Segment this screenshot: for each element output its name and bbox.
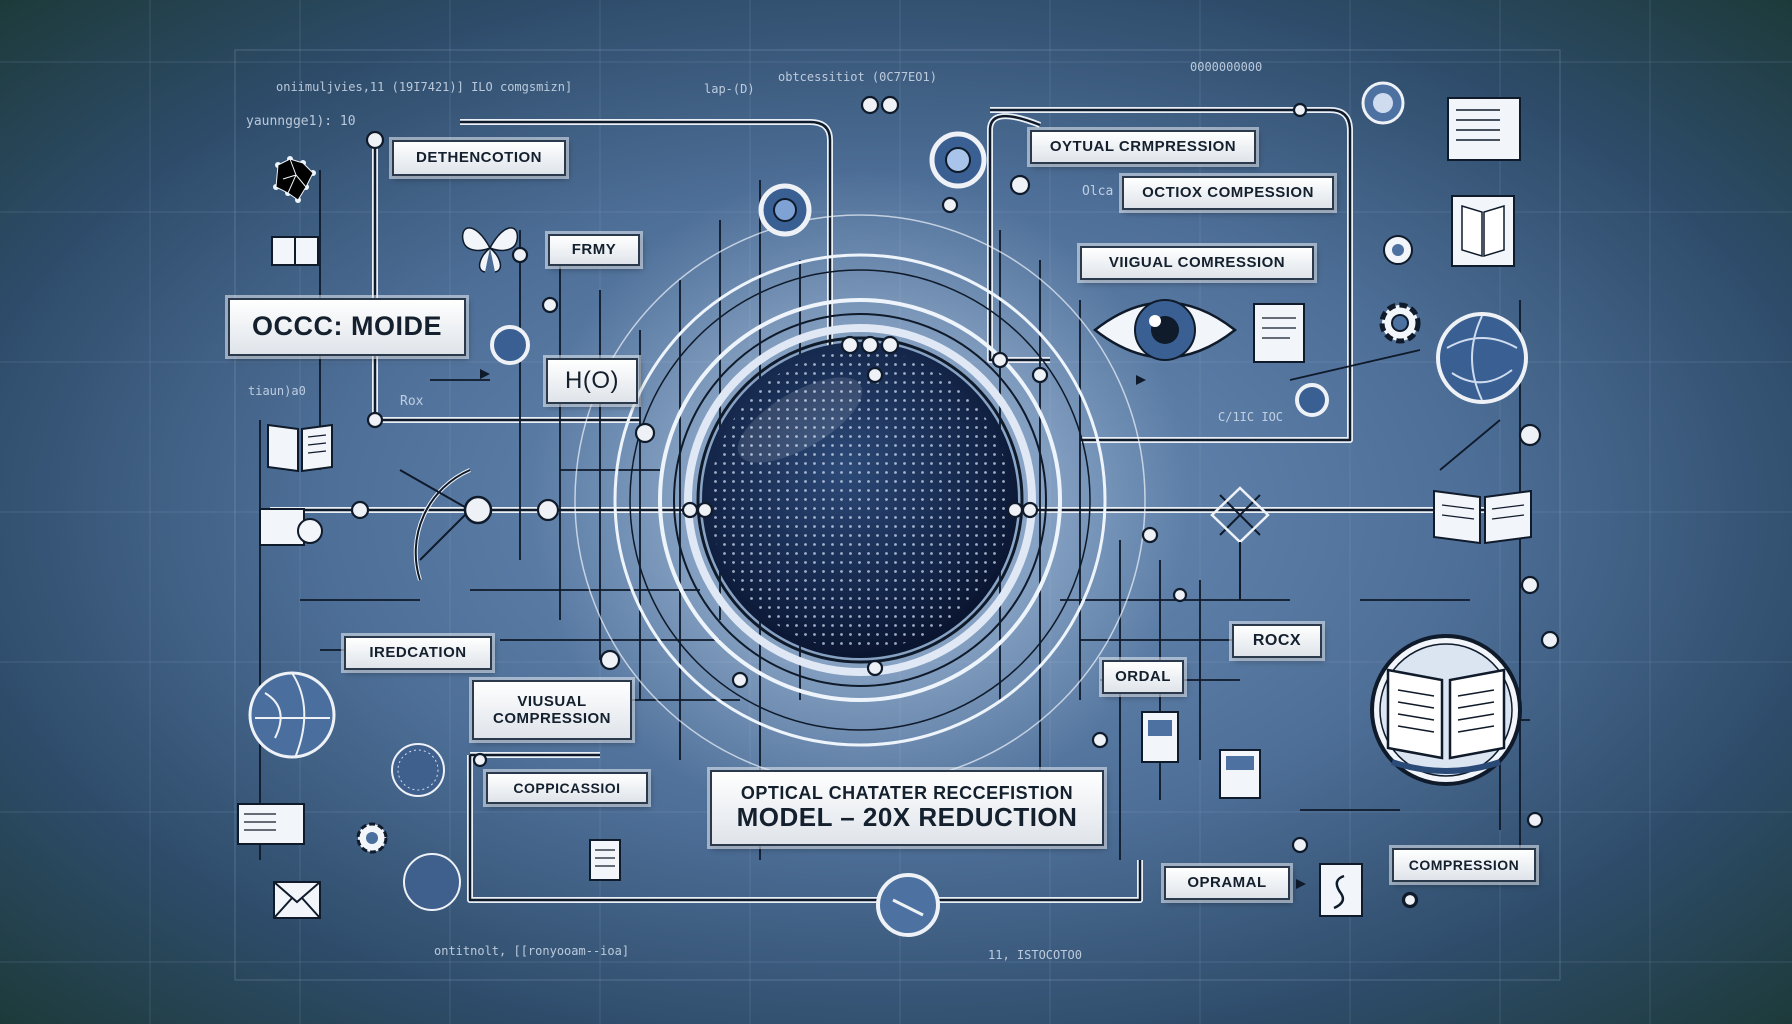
label-ordal: ORDAL: [1102, 660, 1184, 694]
label-main-title-line1: OPTICAL CHATATER RECCEFISTION: [740, 782, 1074, 803]
label-main-title: OPTICAL CHATATER RECCEFISTION MODEL – 20…: [710, 770, 1104, 846]
gear-icon: [1379, 302, 1421, 344]
label-visual-compression-left-line2: COMPRESSION: [492, 710, 611, 727]
faint-text-left-small: yaunngge1): 10: [246, 114, 356, 129]
monitor-icon: [1447, 97, 1521, 161]
faint-text-top-mid-a: obtcessitiot (0C77EO1): [778, 70, 937, 84]
label-visual-compression-left: VIUSUAL COMPRESSION: [472, 680, 632, 740]
faint-text-top-left: oniimuljvies,11 (19I7421)] ILO comgsmizn…: [276, 80, 573, 94]
document-icon: [1141, 711, 1179, 763]
monitor-icon: [237, 803, 305, 845]
label-visual-compression-right: VIIGUAL COMRESSION: [1080, 246, 1314, 280]
label-frmy: FRMY: [548, 234, 640, 266]
label-opramal: OPRAMAL: [1164, 866, 1290, 900]
mesh-sphere-icon: [403, 853, 461, 911]
document-icon: [1319, 863, 1363, 917]
junction-cross-icon: [1210, 486, 1270, 600]
label-main-title-line2: MODEL – 20X REDUCTION: [736, 802, 1078, 833]
lens-icon: [490, 131, 1329, 417]
faint-text-bottom-left: ontitnolt, [[ronyooam--ioa]: [434, 944, 630, 958]
label-optual-compression: OYTUAL CRMPRESSION: [1030, 130, 1256, 164]
monitor-icon: [259, 508, 323, 546]
faint-text-cric: C/1IC IOC: [1218, 410, 1284, 424]
label-iredcation: IREDCATION: [344, 636, 492, 670]
globe-icon: [1361, 81, 1405, 125]
faint-text-mid-left: tiaun)a0: [248, 384, 306, 398]
document-icon: [1253, 303, 1305, 363]
document-icon: [589, 839, 621, 881]
faint-text-top-mid-b: lap-(D): [704, 82, 755, 96]
label-compression: COMPRESSION: [1392, 848, 1536, 882]
mesh-sphere-icon: [391, 743, 445, 797]
label-detection: DETHENCOTION: [392, 140, 566, 176]
label-visual-compression-left-line1: VIUSUAL: [517, 692, 587, 710]
label-ocr-mode: OCCC: MOIDE: [228, 298, 466, 356]
mesh-sphere-icon: [273, 156, 316, 203]
label-octiox-compression: OCTIOX COMPESSION: [1122, 176, 1334, 210]
butterfly-icon: [461, 227, 519, 273]
faint-text-ola: Olca: [1082, 184, 1114, 199]
label-ho: H(O): [546, 358, 638, 404]
envelope-icon: [273, 881, 321, 919]
globe-icon: [248, 671, 336, 759]
faint-text-top-right: 0000000000: [1190, 60, 1263, 74]
faint-text-rox: Rox: [400, 394, 424, 409]
globe-icon: [1436, 312, 1528, 404]
label-coppicassio: COPPICASSIOI: [486, 772, 648, 804]
gear-icon: [356, 822, 388, 854]
open-book-icon: [1451, 195, 1515, 267]
label-rocx: ROCX: [1232, 624, 1322, 658]
document-icon: [271, 236, 319, 266]
gear-icon: [1383, 235, 1413, 265]
faint-text-bottom-mid: 11, ISTOCOTO0: [988, 948, 1082, 962]
book-icon: [267, 423, 333, 473]
lens-icon: [876, 873, 940, 937]
document-icon: [1219, 749, 1261, 799]
open-book-icon: [1370, 634, 1522, 786]
open-book-icon: [1433, 489, 1532, 545]
eye-icon: [1092, 299, 1238, 361]
